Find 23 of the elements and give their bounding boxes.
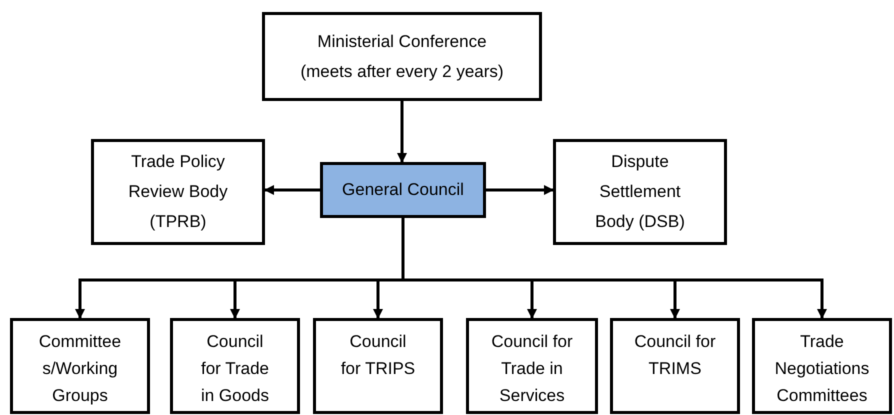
org-box [553,139,727,245]
box-label: General Council [342,179,464,201]
org-box [170,318,300,414]
org-box [91,139,265,245]
org-box [752,318,892,414]
highlighted-box [320,162,486,218]
arrow [264,185,320,195]
org-box [466,318,598,414]
arrow [397,101,407,163]
box-label: Council for Trade in Goods [200,331,270,407]
box-label: Council for TRIPS [340,331,416,380]
box-label: Ministerial Conference (meets after every 2 years) [299,30,505,82]
arrow [486,185,554,195]
box-label: Committee s/Working Groups [38,331,122,407]
org-box [262,12,542,101]
box-label: Council for TRIMS [633,331,717,380]
org-box [610,318,740,414]
org-box [10,318,150,414]
org-box [313,318,443,414]
box-label: Trade Policy Review Body (TPRB) [127,151,229,233]
box-label: Dispute Settlement Body (DSB) [594,151,686,233]
box-label: Trade Negotiations Committees [774,331,870,407]
box-label: Council for Trade in Services [490,331,574,407]
